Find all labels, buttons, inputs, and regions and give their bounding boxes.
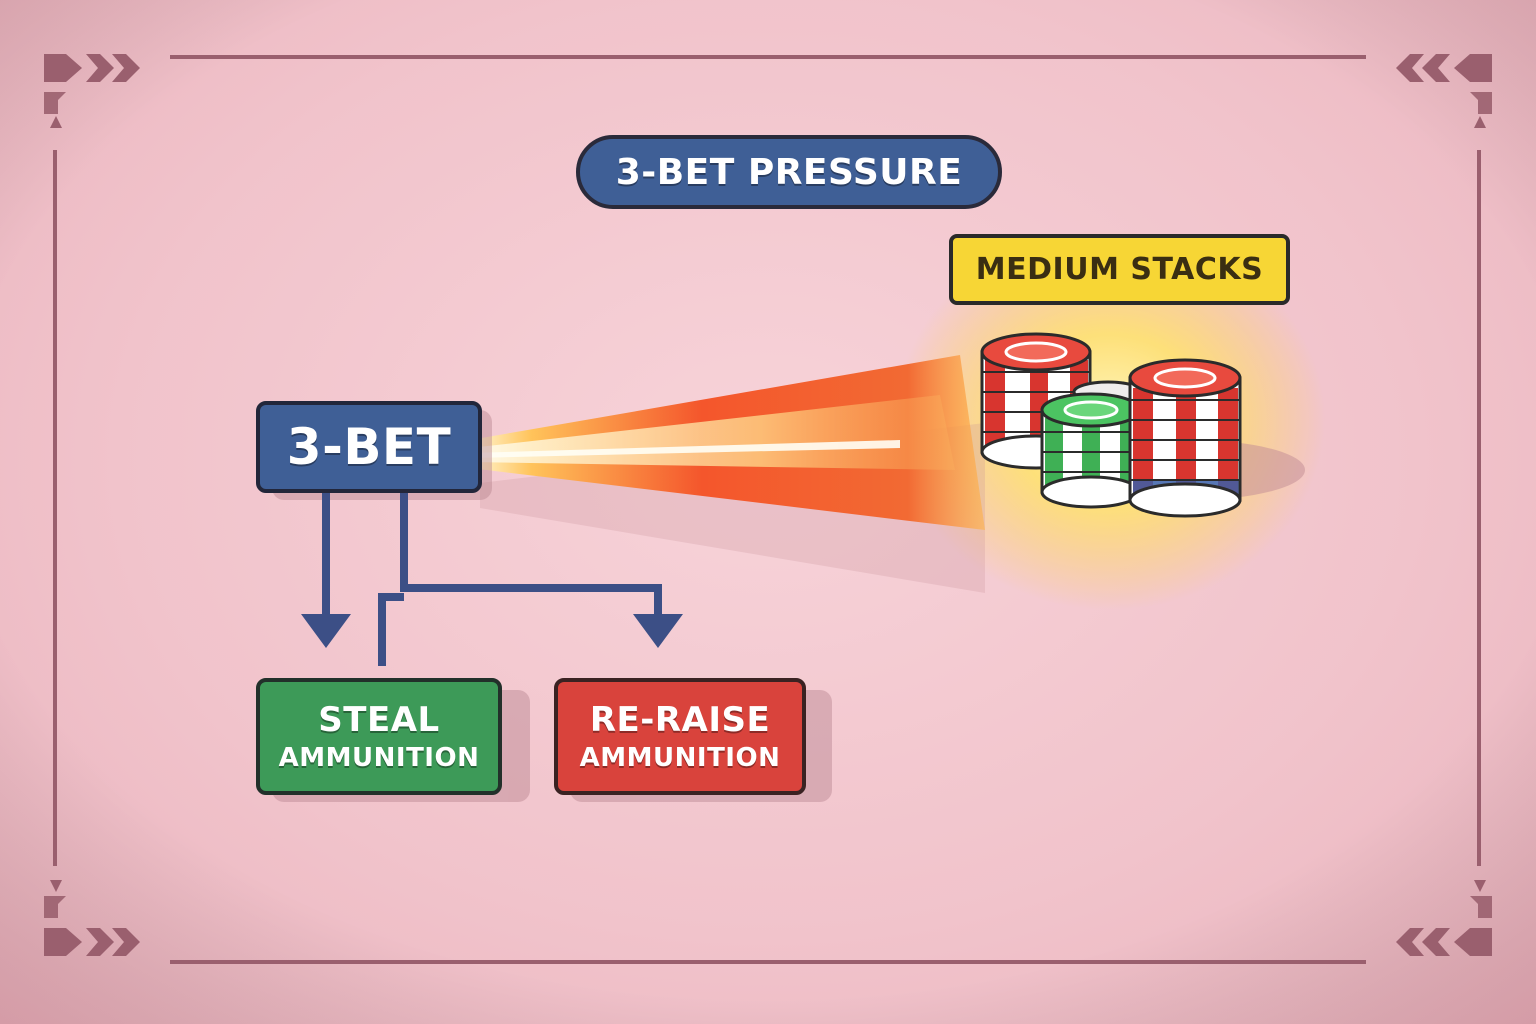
- stack-label-box: [949, 234, 1290, 305]
- corner-chevron-icon: [44, 54, 1492, 956]
- arrow-head-steal: [301, 614, 351, 648]
- red-chip-stack-right: [1128, 358, 1242, 518]
- title-pill: [576, 135, 1002, 209]
- decorative-frame: [53, 55, 1481, 964]
- main-node-box: [256, 401, 482, 493]
- steal-box: [256, 678, 502, 795]
- green-chip-stack: [1040, 392, 1142, 509]
- arrow-head-reraise: [633, 614, 683, 648]
- arrow-heads: [301, 614, 683, 648]
- pressure-beam: [470, 355, 985, 593]
- reraise-box: [554, 678, 806, 795]
- connector-arrows: [322, 492, 662, 666]
- poker-chip-stack-icon: [980, 332, 1305, 518]
